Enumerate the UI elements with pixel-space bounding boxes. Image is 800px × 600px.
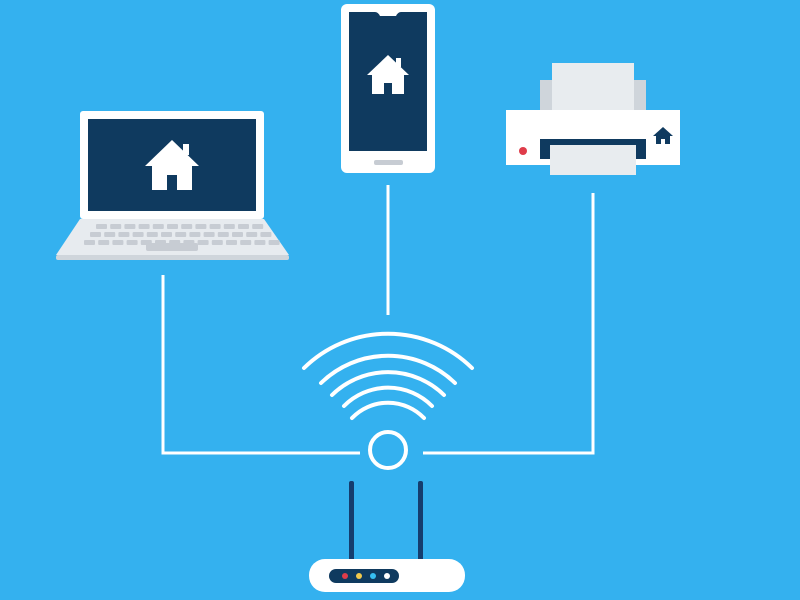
router-led-white	[384, 573, 390, 579]
laptop-key	[96, 224, 107, 229]
router-led-panel	[329, 569, 399, 583]
laptop-key	[90, 232, 101, 237]
laptop-key	[252, 224, 264, 229]
printer-output-paper	[550, 145, 636, 175]
router-led-cyan	[370, 573, 376, 579]
laptop-key	[254, 240, 266, 245]
laptop-key	[260, 232, 272, 237]
home-icon	[367, 55, 409, 94]
laptop-key	[209, 224, 221, 229]
home-icon	[145, 140, 199, 190]
printer-power-led	[519, 147, 527, 155]
laptop-trackpad	[146, 243, 198, 251]
laptop-key	[112, 240, 124, 245]
laptop-key	[146, 232, 158, 237]
laptop-key	[189, 232, 201, 237]
laptop-key	[195, 224, 207, 229]
laptop-base-edge	[56, 255, 289, 260]
laptop-key	[152, 224, 164, 229]
laptop-key	[211, 240, 223, 245]
smartphone-icon	[341, 4, 435, 173]
phone-home-bar	[374, 160, 403, 165]
wifi-arc-middle	[330, 370, 446, 397]
laptop-key	[232, 232, 243, 237]
router-antenna-right	[418, 481, 423, 561]
wifi-arc-outer	[302, 331, 474, 370]
laptop-key	[138, 224, 150, 229]
laptop-key	[104, 232, 116, 237]
laptop-key	[110, 224, 122, 229]
laptop-key	[161, 232, 172, 237]
laptop-key	[84, 240, 95, 245]
laptop-key	[203, 232, 215, 237]
laptop-key	[132, 232, 144, 237]
laptop-key	[126, 240, 138, 245]
wifi-center	[368, 430, 408, 470]
laptop-keys	[84, 224, 280, 245]
router-icon	[309, 481, 465, 592]
printer-top-paper-front	[552, 63, 634, 113]
wifi-arc-inner	[350, 400, 426, 420]
laptop-connection-line	[161, 275, 360, 455]
printer-connection-line	[423, 193, 595, 455]
laptop-key	[223, 224, 235, 229]
laptop-key	[217, 232, 229, 237]
laptop-key	[240, 240, 252, 245]
laptop-key	[124, 224, 136, 229]
laptop-key	[226, 240, 237, 245]
printer-icon	[506, 63, 680, 175]
wifi-arc-outer-inner	[319, 353, 457, 385]
router-led-red	[342, 573, 348, 579]
laptop-key	[181, 224, 193, 229]
laptop-key	[246, 232, 258, 237]
laptop-key	[98, 240, 110, 245]
wifi-icon	[302, 331, 474, 470]
laptop-key	[268, 240, 280, 245]
router-antenna-left	[349, 481, 354, 561]
home-icon	[653, 127, 673, 144]
laptop-key	[197, 240, 209, 245]
router-led-yellow	[356, 573, 362, 579]
laptop-icon	[56, 111, 289, 260]
wifi-arc-middle-inner	[342, 385, 434, 408]
laptop-key	[238, 224, 249, 229]
connection-lines	[161, 185, 595, 455]
laptop-key	[167, 224, 178, 229]
laptop-key	[118, 232, 130, 237]
laptop-key	[175, 232, 187, 237]
